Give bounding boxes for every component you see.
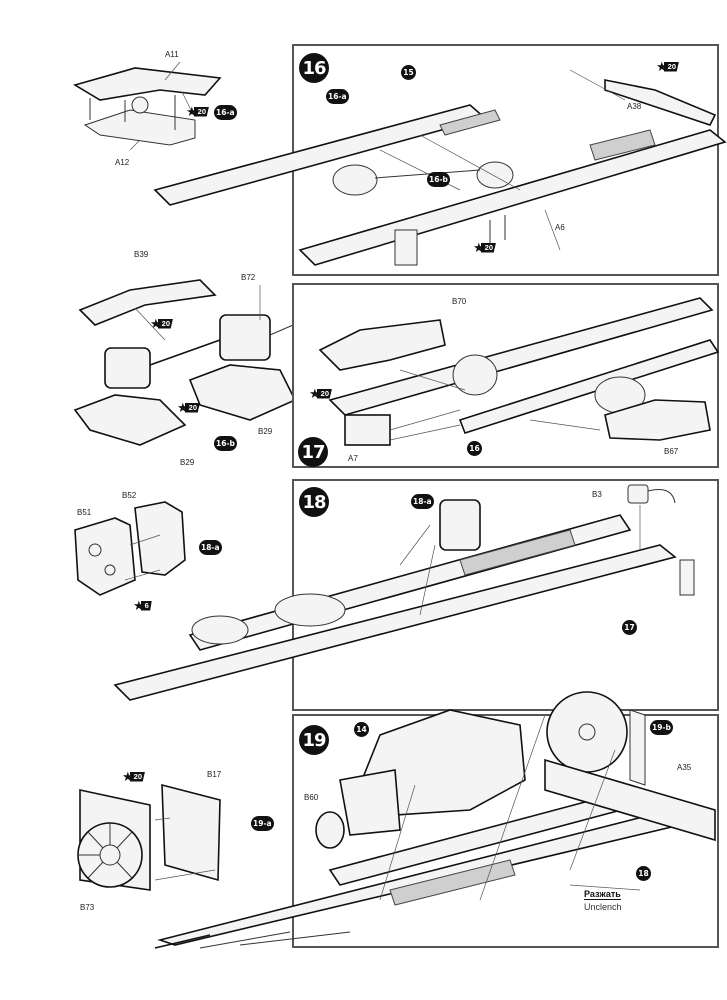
star-icon: ★ [186, 104, 198, 119]
glue-star-marker: ★20 [122, 769, 145, 784]
part-label-a35: A35 [677, 763, 692, 772]
step-ref-19-b: 19-b [650, 720, 673, 735]
step-18-chassis-drawing [113, 484, 695, 701]
star-icon: ★ [656, 59, 668, 74]
step-number-18: 18 [299, 487, 329, 517]
part-label-b51: B51 [77, 508, 92, 517]
part-label-b29-right: B29 [258, 427, 273, 436]
subassembly-ref-19-a: 19-a [251, 816, 274, 831]
step-number-19: 19 [299, 725, 329, 755]
part-label-b60: B60 [304, 793, 319, 802]
part-label-a11: A11 [165, 50, 179, 59]
step-ref-18: 18 [636, 866, 651, 881]
glue-star-marker: ★20 [177, 400, 200, 415]
instruction-note-russian: Разжать [584, 889, 621, 900]
part-label-b73: B73 [80, 903, 95, 912]
part-label-b52: B52 [122, 491, 137, 500]
star-icon: ★ [122, 769, 134, 784]
instruction-note-english: Unclench [584, 902, 622, 912]
star-icon: ★ [177, 400, 189, 415]
glue-star-marker: ★20 [473, 240, 496, 255]
star-icon: ★ [133, 598, 145, 613]
subassembly-18-a-drawing [74, 501, 186, 596]
glue-star-marker: ★20 [186, 104, 209, 119]
subassembly-ref-18-a: 18-a [199, 540, 222, 555]
part-label-b17: B17 [207, 770, 222, 779]
step-number-17: 17 [298, 437, 328, 467]
part-label-a6: A6 [555, 223, 565, 232]
step-ref-16-a: 16-a [326, 89, 349, 104]
glue-star-marker: ★20 [656, 59, 679, 74]
part-label-b39: B39 [134, 250, 149, 259]
star-icon: ★ [473, 240, 485, 255]
subassembly-19-a-drawing [77, 783, 221, 891]
step-ref-16: 16 [467, 441, 482, 456]
part-label-b3: B3 [592, 490, 602, 499]
step-17-chassis-drawing [318, 297, 720, 446]
step-19-engine-chassis-drawing [157, 691, 716, 946]
step-ref-14: 14 [354, 722, 369, 737]
step-number-16: 16 [299, 53, 329, 83]
part-label-a12: A12 [115, 158, 130, 167]
star-icon: ★ [150, 316, 162, 331]
glue-star-marker: ★6 [133, 598, 152, 613]
part-label-a38: A38 [627, 102, 642, 111]
part-label-b70: B70 [452, 297, 467, 306]
subassembly-ref-16-a: 16-a [214, 105, 237, 120]
step-ref-18-a: 18-a [411, 494, 434, 509]
step-ref-15: 15 [401, 65, 416, 80]
step-ref-17: 17 [622, 620, 637, 635]
part-label-a7: A7 [348, 454, 358, 463]
part-label-b72: B72 [241, 273, 256, 282]
chassis-overflow-lines [154, 931, 351, 949]
part-label-b29-left: B29 [180, 458, 195, 467]
glue-star-marker: ★20 [150, 316, 173, 331]
subassembly-ref-16-b: 16-b [214, 436, 237, 451]
subassembly-16-b-drawing [73, 279, 301, 446]
step-16-chassis-drawing [153, 69, 727, 266]
glue-star-marker: ★20 [309, 386, 332, 401]
step-ref-16-b: 16-b [427, 172, 450, 187]
part-label-b67: B67 [664, 447, 679, 456]
subassembly-16-a-drawing [73, 61, 222, 151]
star-icon: ★ [309, 386, 321, 401]
